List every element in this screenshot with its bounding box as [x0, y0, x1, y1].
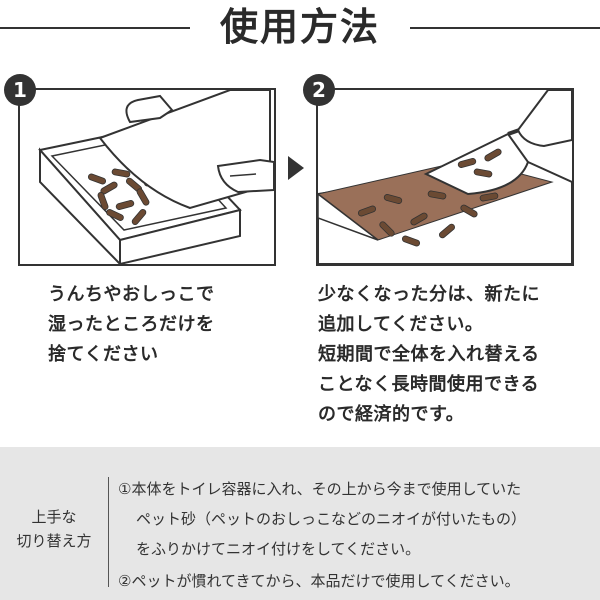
- title-rule-right: [410, 27, 600, 29]
- tips-box: 上手な 切り替え方 ①本体をトイレ容器に入れ、その上から今まで使用していた ペッ…: [0, 447, 600, 600]
- step-1-description: うんちやおしっこで 湿ったところだけを 捨てください: [48, 284, 215, 365]
- page-title: 使用方法: [219, 5, 380, 49]
- title-rule-left: [0, 27, 190, 29]
- step-1-illustration: [18, 88, 276, 266]
- title-row: 使用方法: [0, 0, 600, 50]
- tips-line: ②ペットが慣れてきてから、本品だけで使用してください。: [118, 572, 520, 590]
- tips-line: ①本体をトイレ容器に入れ、その上から今まで使用していた: [118, 480, 522, 498]
- step-1-number: 1: [4, 74, 36, 106]
- tips-line: ペット砂（ペットのおしっこなどのニオイが付いたもの）: [136, 510, 527, 528]
- step-2-illustration: [316, 88, 574, 266]
- tips-label: 上手な 切り替え方: [16, 508, 92, 550]
- next-arrow-icon: [288, 156, 304, 180]
- tips-line: をふりかけてニオイ付けをしてください。: [136, 540, 421, 558]
- step-2-number: 2: [303, 74, 335, 106]
- tips-divider: [108, 477, 109, 587]
- step-2-description: 少なくなった分は、新たに 追加してください。 短期間で全体を入れ替える ことなく…: [318, 284, 540, 425]
